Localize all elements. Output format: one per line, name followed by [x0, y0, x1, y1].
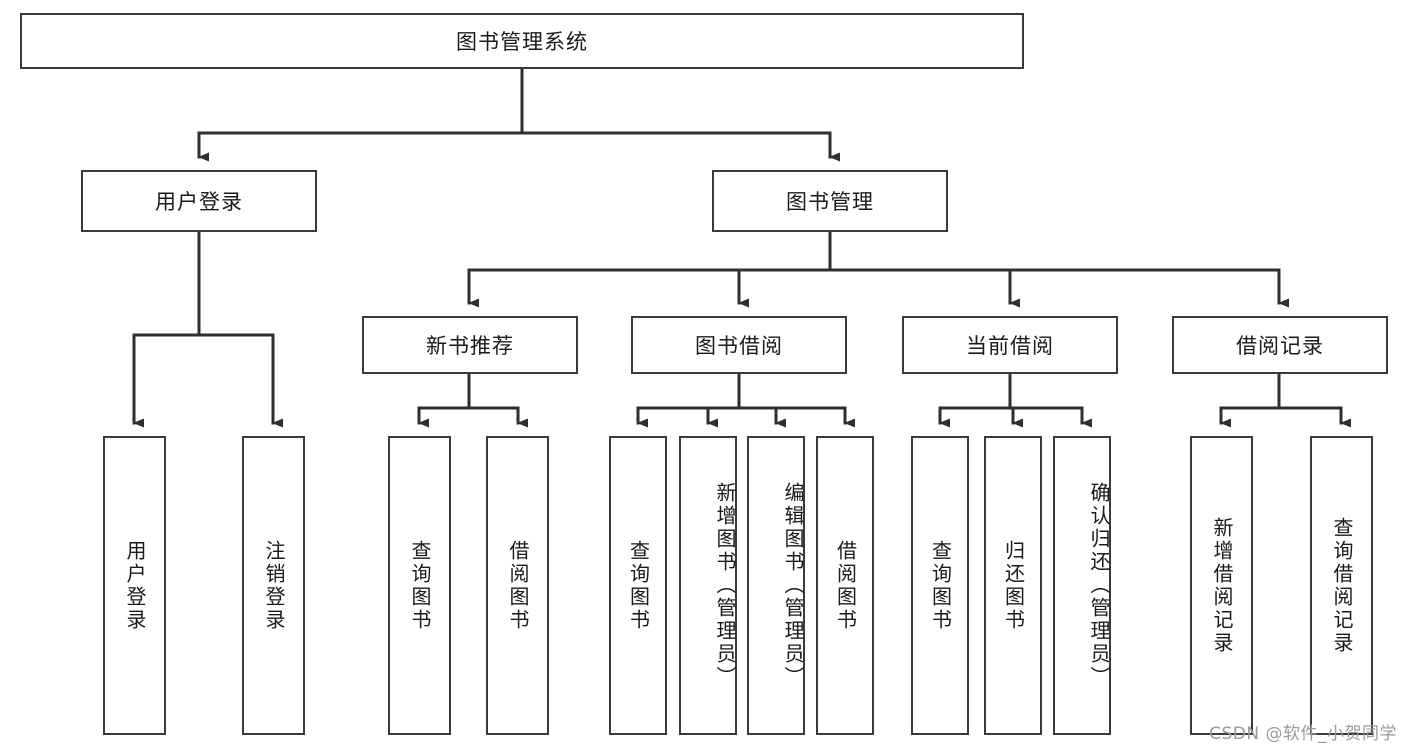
leaf-borrow-book-rec[interactable]: 借阅图书	[486, 436, 549, 735]
node-root-label: 图书管理系统	[456, 30, 588, 54]
leaf-return-book[interactable]: 归还图书	[984, 436, 1042, 735]
leaf-add-book-label: 新增图书（管理员）	[713, 482, 737, 689]
leaf-query-book-borrow-label: 查询图书	[626, 539, 651, 632]
leaf-add-book[interactable]: 新增图书（管理员）	[679, 436, 737, 735]
node-user-login-label: 用户登录	[155, 190, 243, 214]
node-book-manage-label: 图书管理	[786, 190, 874, 214]
node-new-book-recommend[interactable]: 新书推荐	[362, 316, 578, 374]
leaf-logout[interactable]: 注销登录	[242, 436, 305, 735]
node-new-book-recommend-label: 新书推荐	[426, 334, 514, 358]
node-borrow-record-label: 借阅记录	[1236, 334, 1324, 358]
leaf-query-book-rec[interactable]: 查询图书	[388, 436, 451, 735]
leaf-edit-book[interactable]: 编辑图书（管理员）	[747, 436, 805, 735]
leaf-query-book-borrow[interactable]: 查询图书	[609, 436, 667, 735]
node-borrow-record[interactable]: 借阅记录	[1172, 316, 1388, 374]
leaf-query-record-label: 查询借阅记录	[1330, 516, 1354, 655]
node-root[interactable]: 图书管理系统	[20, 13, 1024, 69]
leaf-confirm-return[interactable]: 确认归还（管理员）	[1053, 436, 1111, 735]
leaf-borrow-book-label: 借阅图书	[833, 539, 858, 632]
leaf-query-book-current[interactable]: 查询图书	[911, 436, 969, 735]
leaf-add-record[interactable]: 新增借阅记录	[1190, 436, 1253, 735]
leaf-query-record[interactable]: 查询借阅记录	[1310, 436, 1373, 735]
node-current-borrow-label: 当前借阅	[966, 334, 1054, 358]
node-book-borrow[interactable]: 图书借阅	[631, 316, 847, 374]
leaf-user-login-label: 用户登录	[123, 539, 147, 632]
node-book-manage[interactable]: 图书管理	[712, 170, 948, 232]
leaf-add-record-label: 新增借阅记录	[1210, 516, 1234, 655]
leaf-user-login[interactable]: 用户登录	[103, 436, 166, 735]
leaf-edit-book-label: 编辑图书（管理员）	[781, 482, 805, 689]
leaf-borrow-book[interactable]: 借阅图书	[816, 436, 874, 735]
leaf-logout-label: 注销登录	[262, 539, 286, 632]
leaf-query-book-current-label: 查询图书	[928, 539, 953, 632]
leaf-return-book-label: 归还图书	[1001, 539, 1026, 632]
node-book-borrow-label: 图书借阅	[695, 334, 783, 358]
leaf-borrow-book-rec-label: 借阅图书	[506, 539, 530, 632]
node-user-login[interactable]: 用户登录	[81, 170, 317, 232]
leaf-confirm-return-label: 确认归还（管理员）	[1087, 482, 1111, 689]
node-current-borrow[interactable]: 当前借阅	[902, 316, 1118, 374]
leaf-query-book-rec-label: 查询图书	[408, 539, 432, 632]
